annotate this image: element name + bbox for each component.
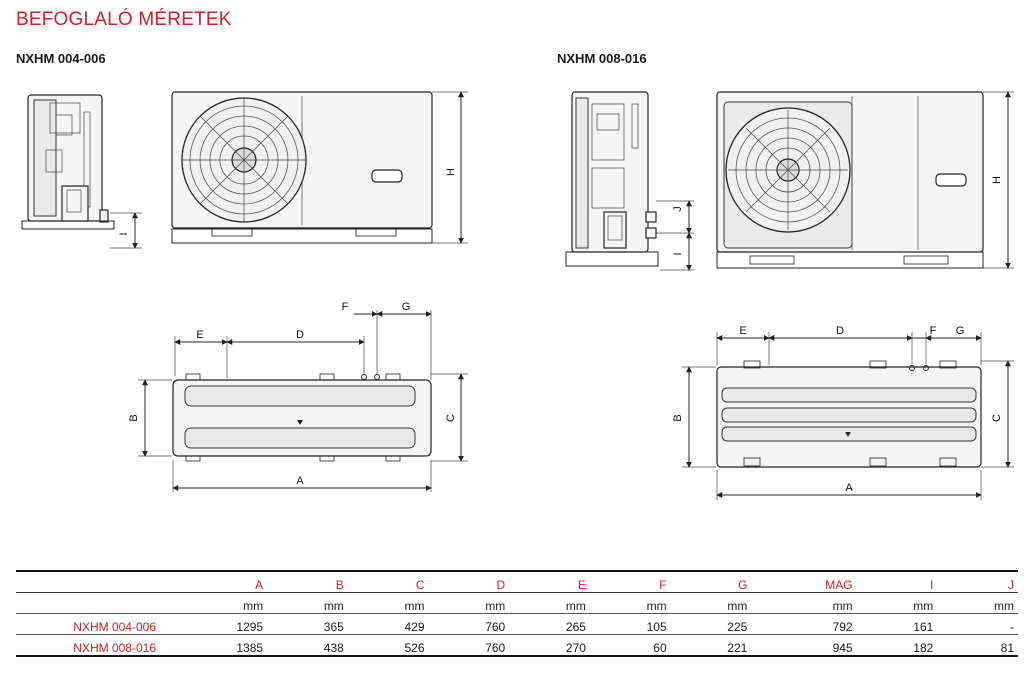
table-cell: 81 bbox=[937, 634, 1018, 657]
dim-label-f-small: F bbox=[342, 301, 349, 313]
col-header-j: J bbox=[937, 570, 1018, 593]
dim-label-b-small: B bbox=[128, 414, 140, 421]
col-header-f: F bbox=[589, 570, 671, 593]
dim-label-e-large: E bbox=[739, 325, 746, 337]
small-dim-e-d: E D bbox=[174, 329, 365, 378]
table-row: NXHM 008-016 1385 438 526 760 270 60 221… bbox=[16, 634, 1018, 657]
dim-label-a-large: A bbox=[845, 482, 853, 494]
unit-cell: mm bbox=[589, 592, 671, 614]
dim-label-i-large: I bbox=[672, 252, 684, 255]
dim-label-i-small: I bbox=[118, 232, 130, 235]
unit-cell: mm bbox=[347, 592, 429, 614]
table-cell: - bbox=[937, 613, 1018, 635]
table-cell: 526 bbox=[347, 634, 429, 657]
large-dim-h: H bbox=[983, 91, 1014, 269]
col-header-a: A bbox=[164, 570, 268, 593]
page-title: BEFOGLALÓ MÉRETEK bbox=[16, 9, 232, 30]
col-header-mag: MAG bbox=[751, 570, 857, 593]
table-cell: 225 bbox=[670, 613, 752, 635]
unit-cell: mm bbox=[164, 592, 268, 614]
table-cell: 365 bbox=[267, 613, 348, 635]
large-dim-b: B bbox=[672, 366, 716, 468]
model-heading-small: NXHM 004-006 bbox=[16, 51, 106, 66]
small-dim-b: B bbox=[128, 379, 172, 457]
dim-label-a-small: A bbox=[296, 475, 304, 487]
dim-label-d-small: D bbox=[296, 329, 304, 341]
dim-label-c-small: C bbox=[445, 414, 457, 422]
small-dim-i: I bbox=[110, 212, 142, 249]
dim-label-c-large: C bbox=[991, 414, 1003, 422]
small-dim-f-g: F G bbox=[342, 301, 432, 380]
large-dim-a: A bbox=[716, 470, 982, 500]
table-cell: 182 bbox=[856, 634, 938, 657]
table-unit-row: mm mm mm mm mm mm mm mm mm mm bbox=[16, 592, 1018, 614]
dimension-table: A B C D E F G MAG I J mm mm mm mm mm mm … bbox=[16, 570, 1018, 657]
col-header-e: E bbox=[509, 570, 590, 593]
table-cell: 1295 bbox=[164, 613, 268, 635]
small-unit-front-view bbox=[171, 91, 433, 244]
table-cell: 221 bbox=[670, 634, 752, 657]
dim-label-b-large: B bbox=[672, 414, 684, 421]
large-unit-side-view bbox=[565, 91, 659, 267]
small-unit-side-view bbox=[21, 94, 115, 230]
dim-label-g-small: G bbox=[402, 301, 411, 313]
table-cell: 438 bbox=[267, 634, 348, 657]
model-heading-large: NXHM 008-016 bbox=[557, 51, 647, 66]
large-dim-c: C bbox=[981, 360, 1014, 468]
col-header-c: C bbox=[347, 570, 429, 593]
large-unit-top-view bbox=[716, 360, 982, 468]
table-row: NXHM 004-006 1295 365 429 760 265 105 22… bbox=[16, 613, 1018, 635]
dim-label-d-large: D bbox=[836, 325, 844, 337]
table-cell: 945 bbox=[751, 634, 857, 657]
col-header-i: I bbox=[856, 570, 938, 593]
table-cell: 1385 bbox=[164, 634, 268, 657]
table-cell: 265 bbox=[509, 613, 590, 635]
table-cell: 792 bbox=[751, 613, 857, 635]
small-unit-top-view bbox=[172, 373, 432, 462]
dim-label-g-large: G bbox=[956, 325, 965, 337]
row-model-name: NXHM 008-016 bbox=[16, 634, 164, 657]
table-cell: 760 bbox=[428, 634, 510, 657]
large-unit-front-view bbox=[716, 91, 984, 269]
large-dim-e-d-f-g: E D F G bbox=[716, 325, 982, 365]
dim-label-f-large: F bbox=[930, 325, 937, 337]
unit-cell: mm bbox=[267, 592, 348, 614]
table-cell: 429 bbox=[347, 613, 429, 635]
table-cell: 760 bbox=[428, 613, 510, 635]
unit-cell: mm bbox=[856, 592, 938, 614]
small-dim-h: H bbox=[432, 91, 468, 244]
col-header-b: B bbox=[267, 570, 348, 593]
unit-cell: mm bbox=[670, 592, 752, 614]
dim-label-h-small: H bbox=[445, 168, 457, 176]
unit-cell: mm bbox=[509, 592, 590, 614]
dim-label-e-small: E bbox=[196, 329, 203, 341]
table-cell: 161 bbox=[856, 613, 938, 635]
table-cell: 270 bbox=[509, 634, 590, 657]
table-cell: 105 bbox=[589, 613, 671, 635]
large-dim-j-i: J I bbox=[656, 200, 694, 271]
col-header-g: G bbox=[670, 570, 752, 593]
unit-cell: mm bbox=[937, 592, 1018, 614]
unit-cell: mm bbox=[428, 592, 510, 614]
small-dim-c: C bbox=[431, 373, 468, 462]
col-header-d: D bbox=[428, 570, 510, 593]
unit-cell: mm bbox=[751, 592, 857, 614]
small-dim-a: A bbox=[172, 460, 432, 492]
dim-label-j-large: J bbox=[672, 206, 684, 212]
row-model-name: NXHM 004-006 bbox=[16, 613, 164, 635]
table-header-row: A B C D E F G MAG I J bbox=[16, 570, 1018, 593]
table-cell: 60 bbox=[589, 634, 671, 657]
dim-label-h-large: H bbox=[991, 176, 1003, 184]
technical-drawings: I H bbox=[21, 91, 1014, 500]
